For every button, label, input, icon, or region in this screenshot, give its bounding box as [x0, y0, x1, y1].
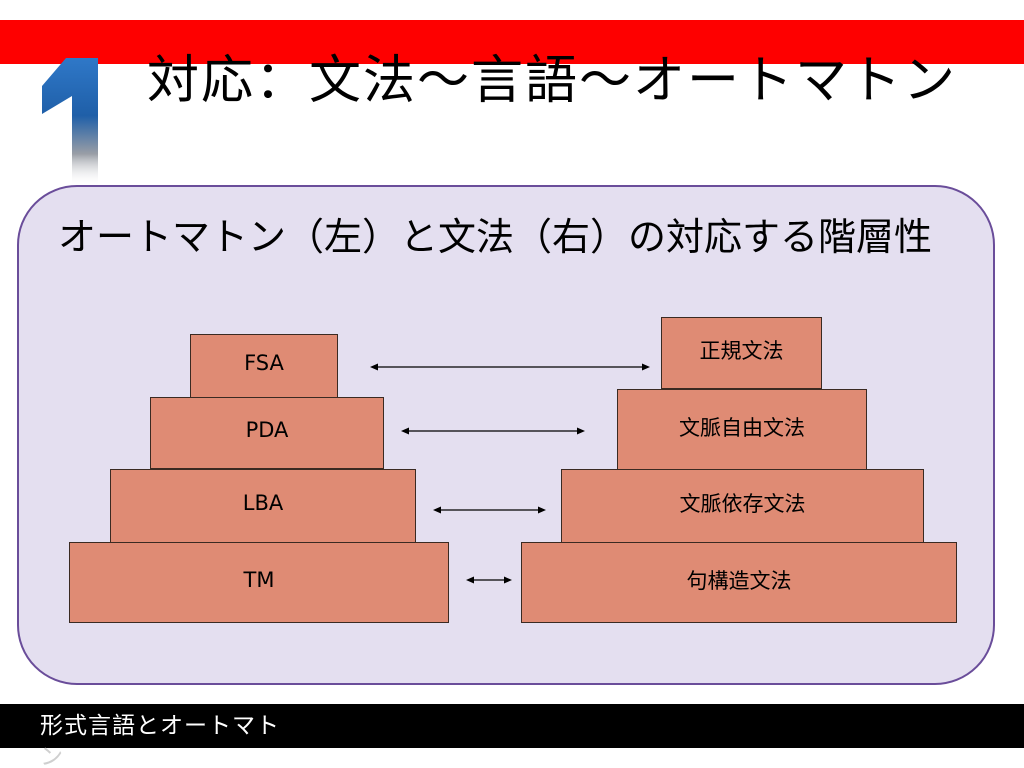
footer-overflow-text: ン: [40, 746, 63, 768]
slide-title: 対応：文法～言語～オートマトン: [146, 51, 957, 111]
correspondence-arrow-tm-phrase-structure: [466, 575, 512, 585]
grammar-box-context-free: 文脈自由文法: [617, 389, 867, 470]
number-one-icon: [42, 58, 98, 186]
automaton-box-lba: LBA: [110, 469, 416, 543]
automaton-box-tm: TM: [69, 542, 449, 623]
automaton-box-pda: PDA: [150, 397, 384, 469]
footer-bar: [0, 704, 1024, 748]
grammar-box-context-sensitive: 文脈依存文法: [561, 469, 924, 543]
grammar-box-regular: 正規文法: [661, 317, 822, 389]
top-red-band: [0, 20, 1024, 64]
slide-subtitle: オートマトン（左）と文法（右）の対応する階層性: [58, 215, 933, 259]
slide-number-graphic: [36, 56, 106, 186]
automaton-box-fsa: FSA: [190, 334, 338, 398]
correspondence-arrow-fsa-regular: [370, 362, 650, 372]
correspondence-arrow-lba-context-sensitive: [433, 505, 546, 515]
footer-text: 形式言語とオートマト: [40, 713, 280, 739]
grammar-box-phrase-structure: 句構造文法: [521, 542, 957, 623]
correspondence-arrow-pda-context-free: [401, 426, 585, 436]
